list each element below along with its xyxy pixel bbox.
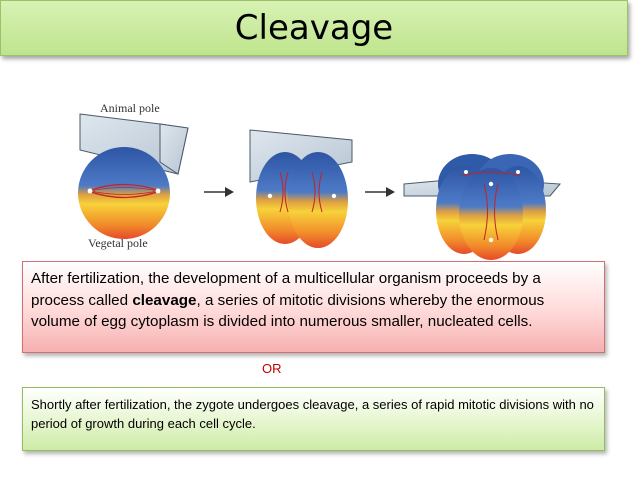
- title-banner: Cleavage: [0, 0, 628, 56]
- stage-2-two-cells: [249, 129, 353, 248]
- slide-title: Cleavage: [234, 8, 394, 48]
- definition-1-text: After fertilization, the development of …: [31, 268, 596, 333]
- animal-pole-label: Animal pole: [100, 101, 160, 115]
- arrow-2: [365, 187, 395, 197]
- cleavage-term: cleavage: [132, 291, 197, 309]
- stage-1-egg: [78, 113, 189, 239]
- arrow-1: [204, 187, 234, 197]
- definition-1-part-2: , a series of mitotic divisions whereby …: [31, 291, 545, 331]
- definition-box-1: After fertilization, the development of …: [22, 261, 605, 353]
- cleavage-diagram: Animal pole Vegetal pole: [78, 101, 562, 260]
- definition-box-2: Shortly after fertilization, the zygote …: [22, 387, 605, 451]
- vegetal-pole-label: Vegetal pole: [88, 236, 148, 250]
- stage-3-four-cells: [403, 154, 562, 260]
- definition-2-text: Shortly after fertilization, the zygote …: [31, 397, 594, 431]
- or-separator: OR: [262, 361, 282, 376]
- definition-1-part-1: After fertilization, the development of …: [31, 270, 541, 309]
